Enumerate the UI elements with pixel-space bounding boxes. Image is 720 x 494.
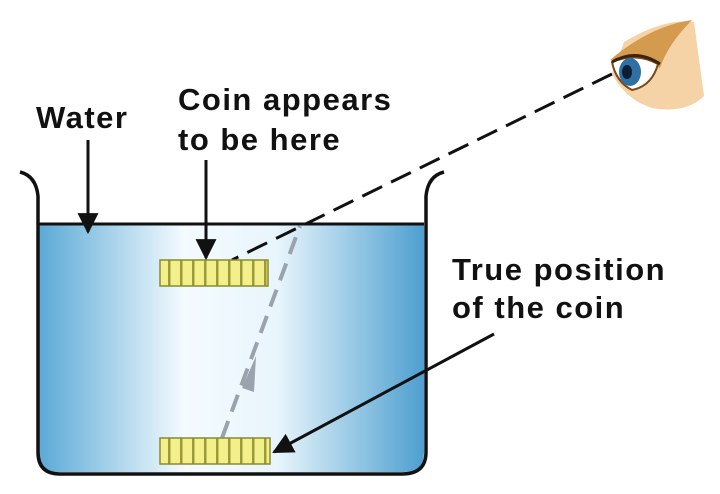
- apparent-position-label: Coin appears to be here: [178, 82, 403, 157]
- ray-direction-arrow: [242, 356, 256, 392]
- water-label: Water: [36, 100, 128, 135]
- sight-line: [231, 72, 613, 262]
- water-body: [38, 224, 424, 472]
- apparent-label-line-1: Coin appears: [178, 82, 392, 117]
- true-coin: [159, 437, 271, 465]
- true-label-line-1: True position: [452, 252, 666, 287]
- true-position-label: True position of the coin: [452, 252, 676, 325]
- beaker-outline: [19, 170, 445, 476]
- apparent-label-line-2: to be here: [178, 122, 341, 157]
- eye-icon: [610, 20, 704, 110]
- apparent-coin: [159, 259, 269, 287]
- true-label-line-2: of the coin: [452, 290, 625, 325]
- refracted-ray: [220, 225, 302, 439]
- true-pointer-arrow: [272, 332, 495, 454]
